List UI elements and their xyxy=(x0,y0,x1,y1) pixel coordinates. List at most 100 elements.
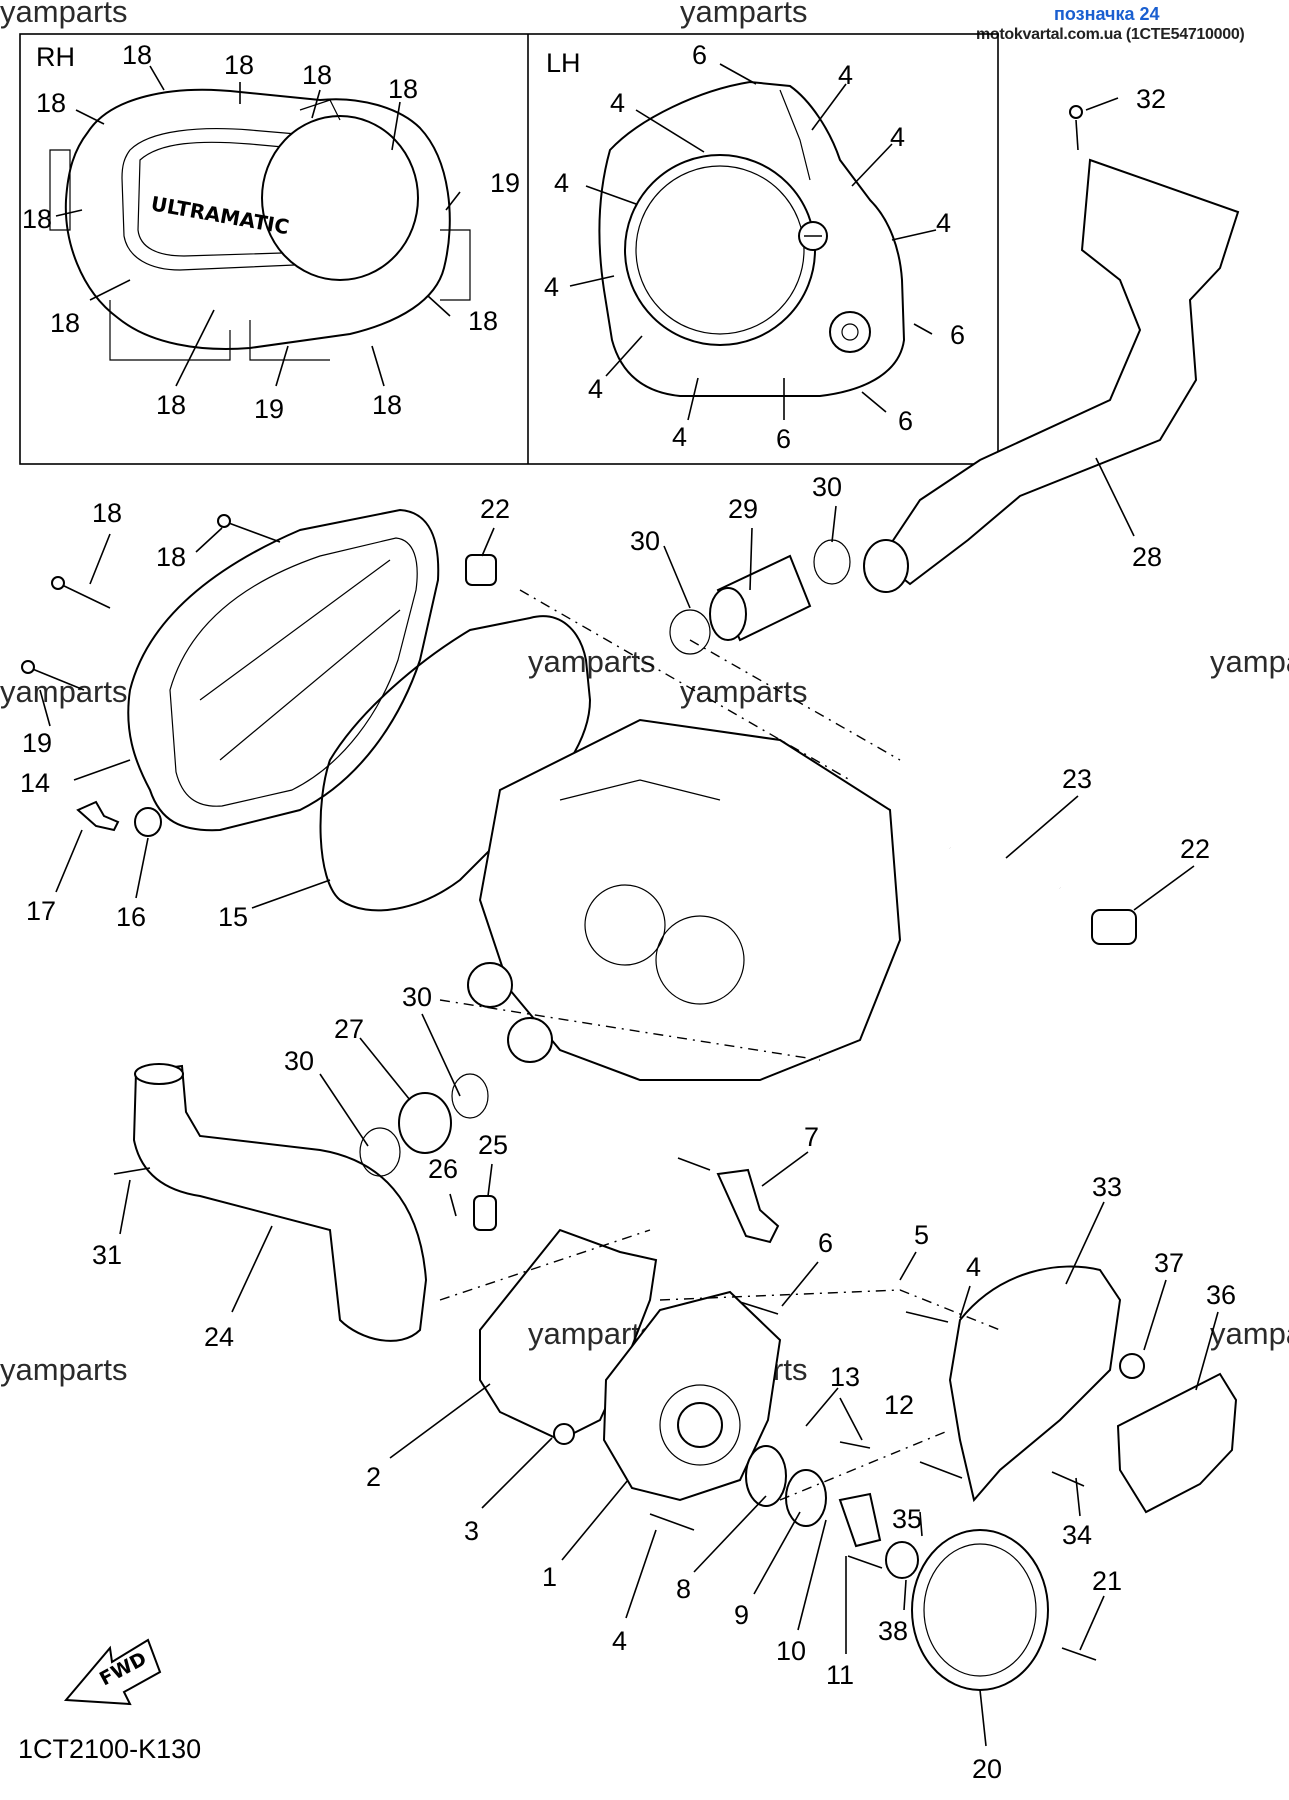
callout: 30 xyxy=(402,982,432,1012)
oil-pipe-parts xyxy=(465,554,1137,945)
callout: 30 xyxy=(284,1046,314,1076)
callout: 18 xyxy=(224,50,254,80)
callout: 30 xyxy=(630,526,660,556)
callout: 7 xyxy=(804,1122,819,1152)
bearings-and-seals xyxy=(745,1445,919,1579)
dowel-pin xyxy=(473,1195,497,1231)
lh-label: LH xyxy=(546,48,581,78)
callout: 37 xyxy=(1154,1248,1184,1278)
main-callouts: 18 18 19 14 17 16 15 22 30 29 30 28 32 2… xyxy=(20,84,1236,1784)
watermark: yamparts xyxy=(0,1352,127,1387)
callout: 18 xyxy=(92,498,122,528)
callout: 6 xyxy=(692,40,707,70)
rh-cover-illustration: ULTRAMATIC xyxy=(49,88,471,361)
callout: 26 xyxy=(428,1154,458,1184)
callout: 18 xyxy=(156,390,186,420)
callout: 28 xyxy=(1132,542,1162,572)
callout: 31 xyxy=(92,1240,122,1270)
callout: 4 xyxy=(672,422,687,452)
callout: 4 xyxy=(936,208,951,238)
callout: 4 xyxy=(544,272,559,302)
callout: 11 xyxy=(826,1660,854,1690)
callout: 18 xyxy=(36,88,66,118)
guard-plate xyxy=(948,1265,1122,1503)
callout: 4 xyxy=(610,88,625,118)
callout: 29 xyxy=(728,494,758,524)
callout: 8 xyxy=(676,1574,691,1604)
callout: 15 xyxy=(218,902,248,932)
callout: 21 xyxy=(1092,1566,1122,1596)
callout: 5 xyxy=(914,1220,929,1250)
reference-label: позначка 24 xyxy=(1054,4,1160,24)
watermark: yamparts xyxy=(1210,1316,1289,1351)
callout: 4 xyxy=(890,122,905,152)
callout: 22 xyxy=(1180,834,1210,864)
callout: 18 xyxy=(156,542,186,572)
callout: 16 xyxy=(116,902,146,932)
small-bolts xyxy=(113,1157,1145,1661)
rh-label: RH xyxy=(36,42,75,72)
callout: 18 xyxy=(372,390,402,420)
callout: 12 xyxy=(884,1390,914,1420)
callout: 19 xyxy=(22,728,52,758)
alignment-lines xyxy=(439,589,1001,1501)
crankcase-cover-lh xyxy=(602,1290,782,1502)
air-duct-lower xyxy=(132,1063,428,1342)
crankcase xyxy=(467,718,902,1081)
callout: 3 xyxy=(464,1516,479,1546)
callout: 18 xyxy=(302,60,332,90)
generator-cover xyxy=(911,1529,1049,1691)
bracket xyxy=(716,1168,780,1244)
crankcase-cover-rh xyxy=(127,508,440,832)
callout: 18 xyxy=(122,40,152,70)
callout: 35 xyxy=(892,1504,922,1534)
watermark: yamparts xyxy=(680,674,807,709)
cover-bolts xyxy=(21,514,281,691)
lh-cover-illustration xyxy=(598,80,906,397)
upper-joint-and-clamps xyxy=(669,539,909,655)
watermark: yamparts xyxy=(0,674,127,709)
callout: 6 xyxy=(818,1228,833,1258)
callout: 18 xyxy=(22,204,52,234)
leader-lines xyxy=(39,63,1219,1747)
watermark: yamparts xyxy=(0,0,127,29)
lower-joint-and-clamps xyxy=(359,1073,489,1177)
callout: 4 xyxy=(588,374,603,404)
callout: 38 xyxy=(878,1616,908,1646)
callout: 2 xyxy=(366,1462,381,1492)
callout: 4 xyxy=(966,1252,981,1282)
watermark: yamparts xyxy=(1210,644,1289,679)
callout: 19 xyxy=(254,394,284,424)
callout: 6 xyxy=(898,406,913,436)
callout: 1 xyxy=(542,1562,557,1592)
callout: 24 xyxy=(204,1322,234,1352)
callout: 6 xyxy=(950,320,965,350)
source-label: motokvartal.com.ua (1CTE54710000) xyxy=(976,26,1245,43)
callout: 4 xyxy=(554,168,569,198)
callout: 30 xyxy=(812,472,842,502)
rh-inset-callouts: 18 18 18 18 18 19 18 18 18 18 19 18 xyxy=(22,40,520,424)
callout: 19 xyxy=(490,168,520,198)
watermark: yamparts xyxy=(680,0,807,29)
callout: 13 xyxy=(830,1362,860,1392)
watermark: yamparts xyxy=(528,644,655,679)
air-duct-upper xyxy=(878,105,1240,586)
callout: 18 xyxy=(50,308,80,338)
callout: 4 xyxy=(612,1626,627,1656)
callout: 6 xyxy=(776,424,791,454)
drain-bolt-and-seal xyxy=(76,800,162,837)
callout: 18 xyxy=(468,306,498,336)
callout: 25 xyxy=(478,1130,508,1160)
callout: 36 xyxy=(1206,1280,1236,1310)
callout: 32 xyxy=(1136,84,1166,114)
callout: 18 xyxy=(388,74,418,104)
fwd-arrow: FWD xyxy=(63,1638,162,1706)
callout: 4 xyxy=(838,60,853,90)
callout: 33 xyxy=(1092,1172,1122,1202)
callout: 22 xyxy=(480,494,510,524)
cover-plate xyxy=(1116,1372,1238,1514)
callout: 27 xyxy=(334,1014,364,1044)
callout: 10 xyxy=(776,1636,806,1666)
callout: 23 xyxy=(1062,764,1092,794)
